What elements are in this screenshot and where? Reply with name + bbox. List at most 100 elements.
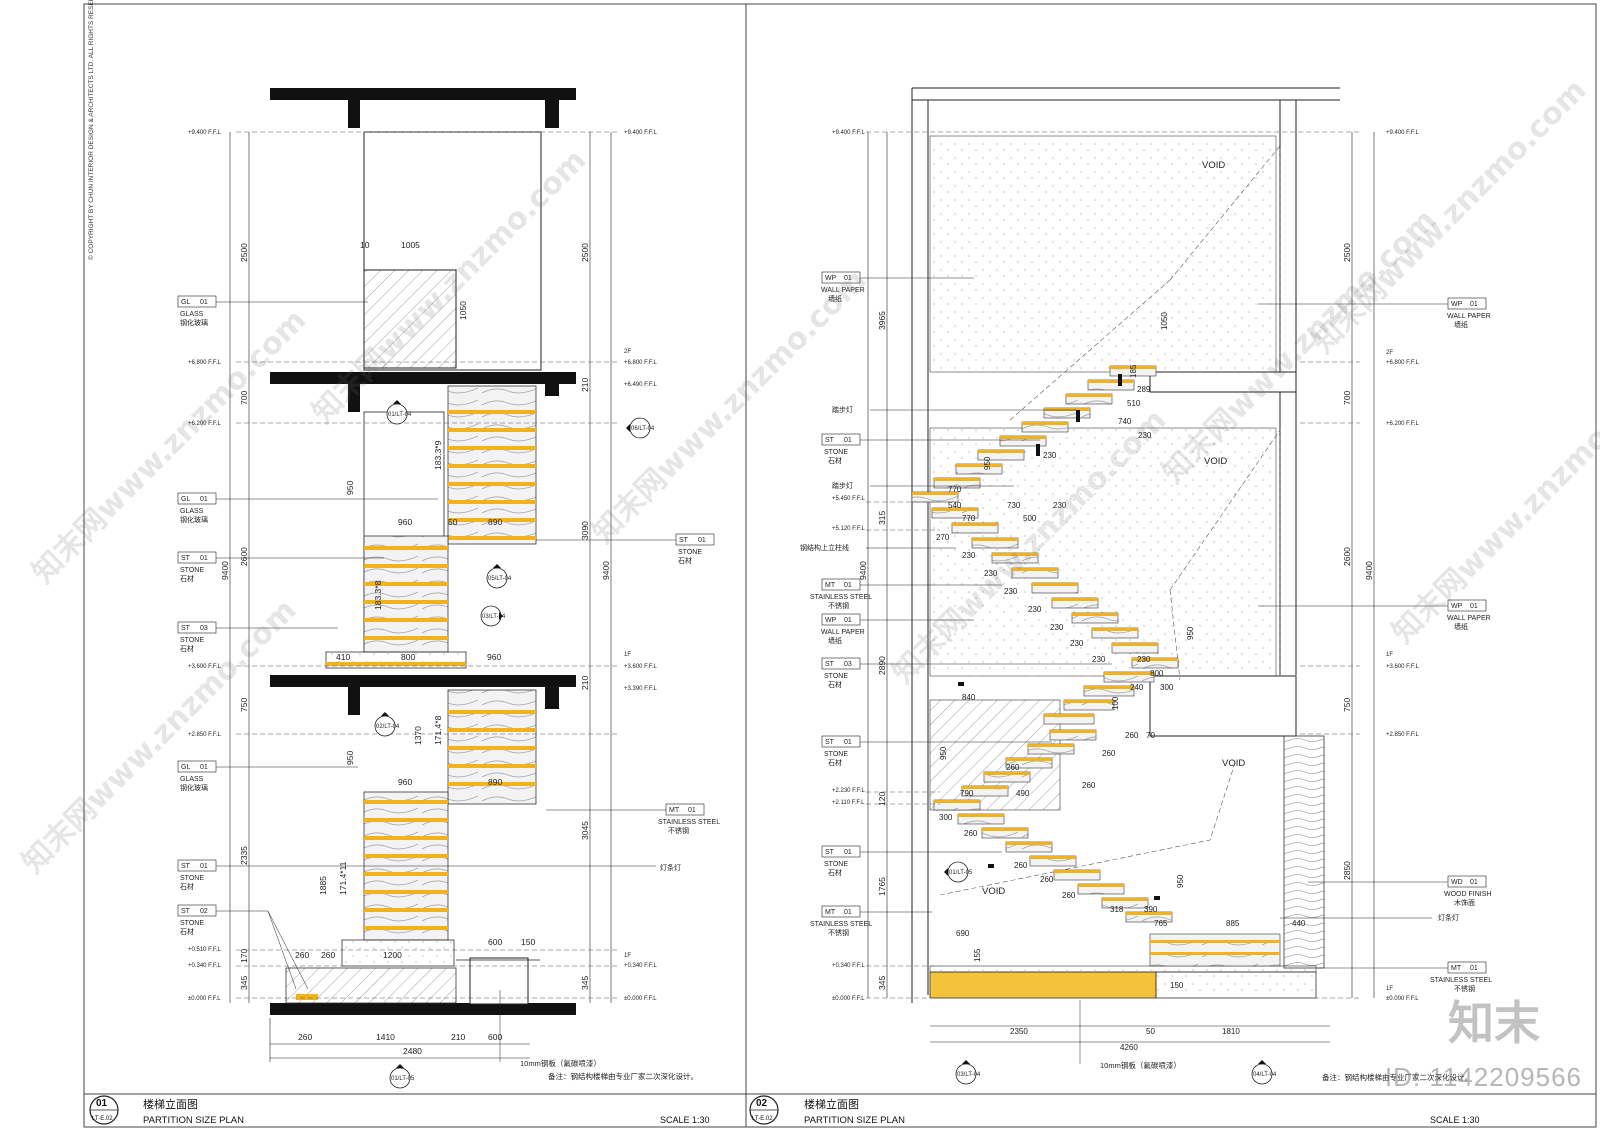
svg-text:石材: 石材 (828, 758, 842, 767)
dim-text: 950 (345, 751, 355, 765)
dim-text: 1005 (401, 240, 420, 250)
section-marker: 05/LT-04 (486, 564, 512, 589)
dim-text: 260 (1082, 781, 1096, 790)
level-label: +6.200 F.F.L (1386, 421, 1420, 427)
svg-text:钢化玻璃: 钢化玻璃 (180, 318, 208, 327)
dim-text: 9400 (220, 561, 230, 580)
tread-strip (1022, 422, 1068, 425)
svg-text:01: 01 (844, 617, 852, 624)
remark-note: 备注：钢结构楼梯由专业厂家二次深化设计。 (548, 1071, 698, 1081)
svg-text:GL: GL (181, 299, 190, 306)
dim-text: 150 (1170, 981, 1184, 990)
dim-text: 171.4*11 (338, 861, 348, 895)
dim-text: 3090 (580, 521, 590, 540)
dim-text: 260 (1006, 763, 1020, 772)
svg-text:ST: ST (825, 739, 835, 746)
slab-2f (270, 372, 576, 384)
svg-text:石材: 石材 (828, 456, 842, 465)
dim-text: 300 (939, 813, 953, 822)
dim-text: 1050 (458, 301, 468, 320)
floor-label: 1F (1386, 652, 1393, 658)
level-label: +3.390 F.F.L (624, 686, 658, 692)
tread-strip (1078, 884, 1124, 887)
drawing-number: 01 (96, 1098, 108, 1109)
svg-text:石材: 石材 (180, 574, 194, 583)
svg-text:ST: ST (825, 661, 835, 668)
brand-watermark: 知末 (1448, 996, 1540, 1050)
svg-text:01: 01 (1470, 301, 1478, 308)
svg-text:01: 01 (844, 437, 852, 444)
void-label: VOID (1202, 160, 1225, 171)
svg-text:01: 01 (688, 807, 696, 814)
svg-text:02/LT-04: 02/LT-04 (376, 724, 400, 730)
dim-text: 270 (936, 533, 950, 542)
level-label: ±0.000 F.F.L (832, 996, 865, 1002)
dim-text: 770 (962, 514, 976, 523)
tread-strip (952, 523, 998, 526)
dim-text: 885 (1226, 919, 1240, 928)
column-line-label: 钢结构上立柱线 (800, 543, 849, 552)
dim-text: 730 (1007, 501, 1021, 510)
dim-text: 1050 (1160, 312, 1169, 330)
svg-text:STONE: STONE (180, 637, 204, 644)
svg-text:01: 01 (844, 275, 852, 282)
level-label: +0.340 F.F.L (624, 963, 658, 969)
floor-label: 1F (624, 652, 631, 658)
tread-strip (1072, 613, 1118, 616)
beam-1f-right (545, 675, 559, 709)
level-labels: +9.400 F.F.L +5.450 F.F.L +5.120 F.F.L +… (832, 130, 1420, 1002)
svg-text:03/LT-04: 03/LT-04 (957, 1072, 981, 1078)
tread-strip (1066, 394, 1112, 397)
drawing-title-en: PARTITION SIZE PLAN (143, 1115, 244, 1126)
dim-text: 260 (1062, 891, 1076, 900)
svg-text:01: 01 (844, 909, 852, 916)
svg-text:石材: 石材 (180, 882, 194, 891)
beam-1f (348, 675, 360, 715)
steel-note: 10mm钢板（氟碳喷漆） (1100, 1060, 1181, 1070)
dim-text: 260 (298, 1032, 312, 1042)
dim-text: 950 (939, 746, 948, 760)
dim-text: 70 (1146, 731, 1155, 740)
section-markers: 01/LT-05 03/LT-04 04/LT-04 (944, 861, 1277, 1085)
svg-text:01: 01 (200, 863, 208, 870)
svg-text:STONE: STONE (824, 751, 848, 758)
level-label: +9.400 F.F.L (624, 130, 658, 136)
svg-text:WALL PAPER: WALL PAPER (821, 287, 865, 294)
tread-strip (1032, 583, 1078, 586)
dim-text: 260 (1102, 749, 1116, 758)
tread-strip (1054, 870, 1100, 873)
svg-text:ST: ST (825, 437, 835, 444)
title-block-1: 01 LT-E.02 楼梯立面图 PARTITION SIZE PLAN SCA… (89, 1095, 710, 1126)
svg-text:STONE: STONE (824, 673, 848, 680)
drawing-ref: LT-E.02 (92, 1116, 113, 1122)
light-strip-label: 灯条灯 (1438, 913, 1459, 922)
dim-text: 3045 (580, 821, 590, 840)
dim-text: 4260 (1120, 1043, 1138, 1052)
svg-text:STAINLESS STEEL: STAINLESS STEEL (810, 921, 872, 928)
svg-text:WP: WP (825, 275, 837, 282)
dim-text: 9400 (858, 561, 868, 580)
dim-text: 100 (1111, 696, 1120, 710)
dim-text: 9400 (1364, 561, 1374, 580)
tread-strip (1132, 658, 1178, 661)
tread-strip (978, 450, 1024, 453)
svg-text:05/LT-04: 05/LT-04 (488, 576, 512, 582)
svg-text:WALL PAPER: WALL PAPER (1447, 313, 1491, 320)
floor-label: 2F (624, 349, 631, 355)
level-label: +5.120 F.F.L (832, 526, 866, 532)
dim-text: 2600 (1342, 547, 1352, 566)
remark-note: 备注：钢结构楼梯由专业厂家二次深化设计。 (1322, 1072, 1472, 1082)
dim-text: 170 (239, 949, 249, 963)
floor-band-yellow (929, 971, 1157, 999)
svg-text:ST: ST (181, 863, 191, 870)
tread-strip (1110, 366, 1156, 369)
dim-text: 260 (1125, 731, 1139, 740)
tread-strip (982, 828, 1028, 831)
